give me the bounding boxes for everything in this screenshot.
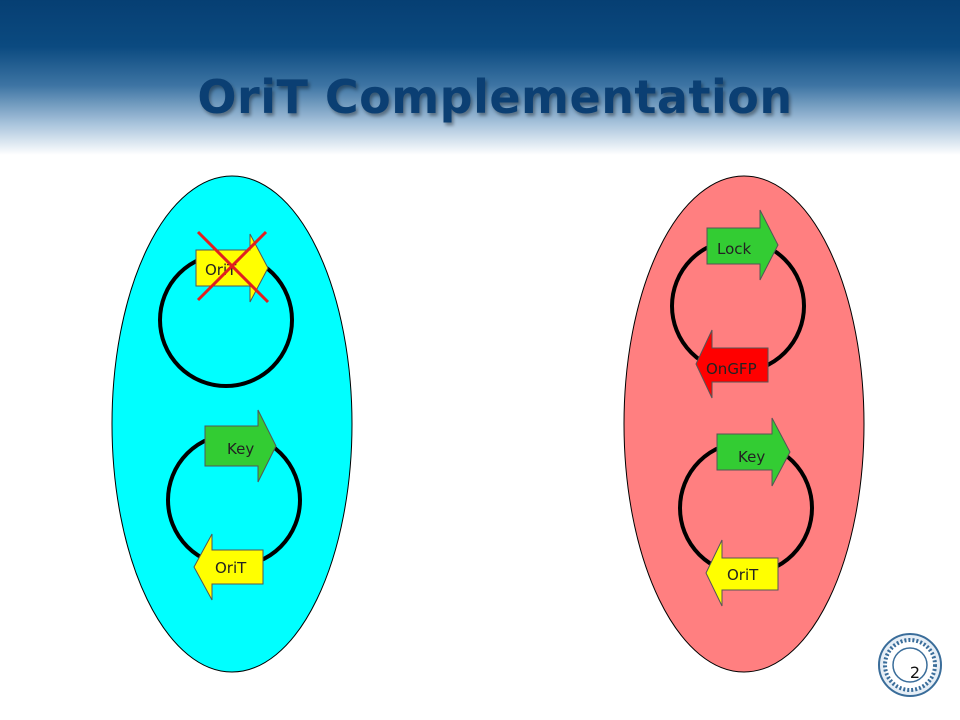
right-key-label: Key [738,448,765,466]
cross-mark-icon [196,230,270,304]
right-lock-arrow: Lock [706,209,779,281]
left-orit-arrow: OriT [193,533,264,601]
right-lock-label: Lock [717,240,752,258]
title-banner [0,0,960,155]
right-orit-label: OriT [727,566,759,584]
left-key-arrow: Key [204,409,277,483]
page-number: 2 [909,663,921,682]
university-seal-icon [878,633,942,697]
left-orit-label: OriT [215,559,247,577]
left-key-label: Key [227,440,254,458]
slide-title: OriT Complementation [197,70,793,124]
right-ongfp-label: OnGFP [706,360,757,378]
right-key-arrow: Key [716,417,791,487]
left-cell [111,175,353,673]
left-top-orit-label: OriT [205,261,237,279]
right-orit-arrow: OriT [705,539,779,607]
right-ongfp-arrow: OnGFP [695,329,769,399]
